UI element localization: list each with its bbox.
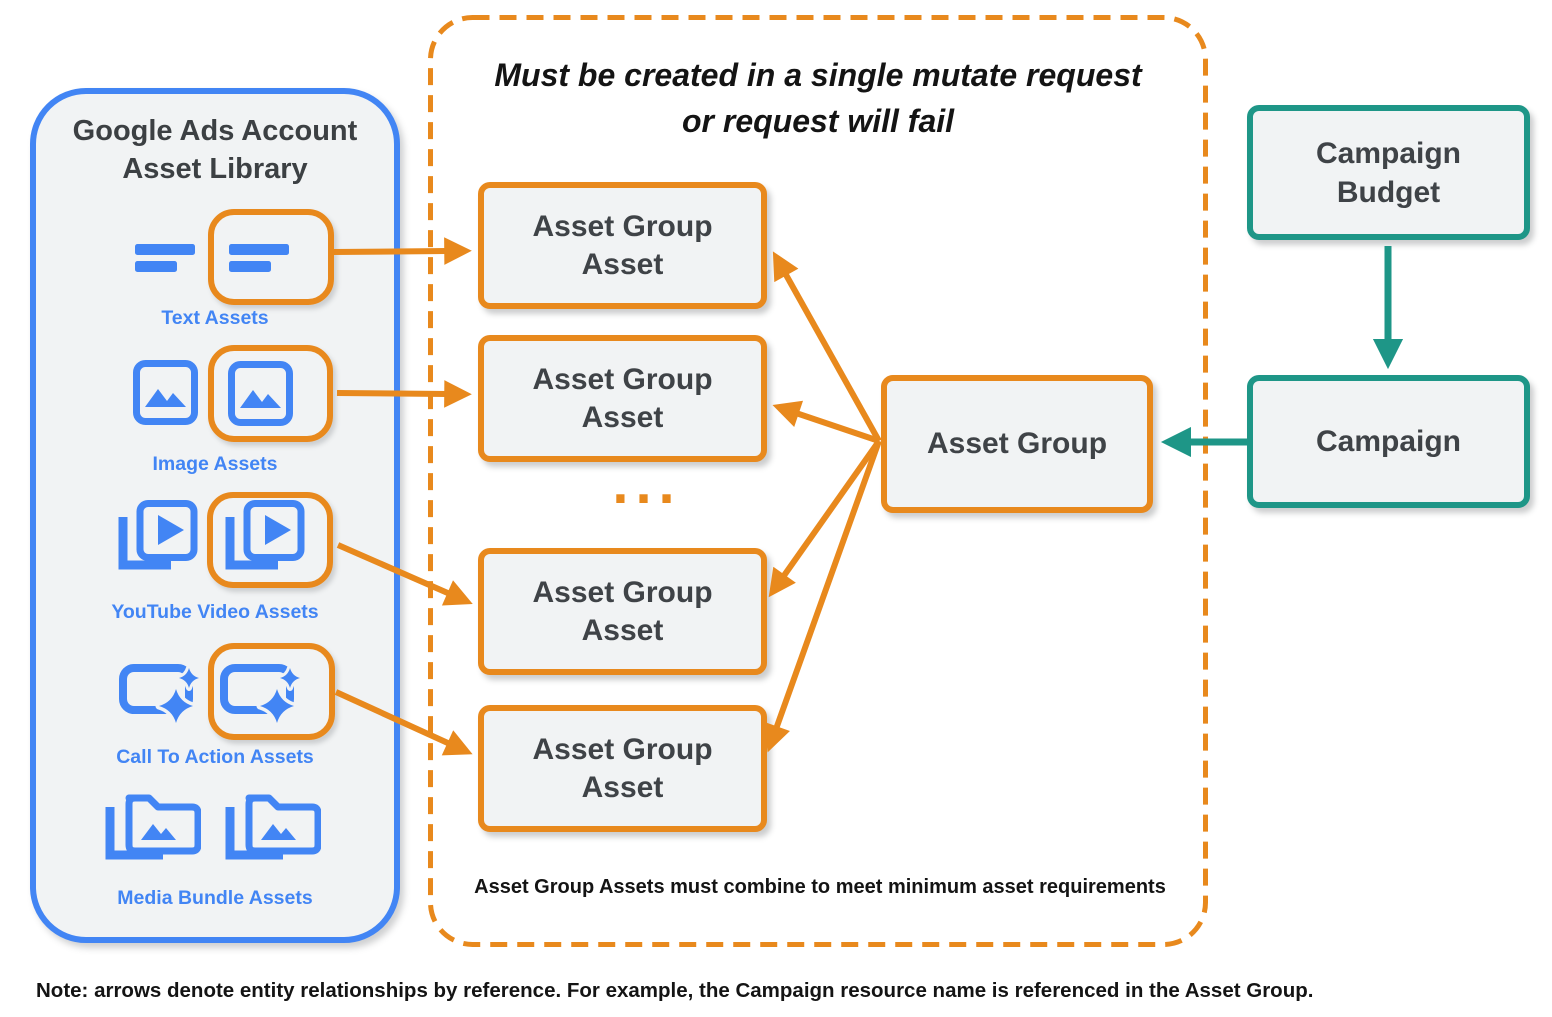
ellipsis: ...: [612, 451, 682, 516]
asset-library-title: Google Ads Account Asset Library: [30, 112, 400, 188]
asset-group-asset-box-3: Asset Group Asset: [478, 548, 767, 675]
asset-group-asset-1-label-line1: Asset Group: [532, 209, 713, 243]
asset-library-title-line2: Asset Library: [122, 153, 308, 185]
text-asset-icon-selected: [229, 244, 289, 272]
reference-note: Note: arrows denote entity relationships…: [36, 979, 1314, 1002]
asset-group-asset-box-1: Asset Group Asset: [478, 182, 767, 309]
selected-youtube-video-asset-ring: [207, 492, 333, 588]
call-to-action-assets-label: Call To Action Assets: [116, 746, 314, 768]
campaign-label: Campaign: [1315, 425, 1462, 458]
image-asset-icon: [133, 360, 198, 425]
selected-image-asset-ring: [208, 345, 333, 442]
mutate-request-title-line2: or request will fail: [681, 103, 955, 139]
arrow-asset-group-to-asset-group-asset-1: [772, 251, 882, 443]
text-asset-icon: [135, 244, 195, 272]
call-to-action-asset-icon-selected: [220, 660, 304, 730]
asset-group-asset-2-label-line2: Asset: [581, 400, 664, 434]
image-asset-icon-selected: [228, 361, 293, 426]
asset-group-box: Asset Group: [881, 375, 1153, 513]
mutate-request-title-line1: Must be created in a single mutate reque…: [494, 57, 1142, 93]
asset-group-asset-box-4: Asset Group Asset: [478, 705, 767, 832]
arrow-asset-group-to-asset-group-asset-4: [763, 439, 882, 753]
call-to-action-asset-icon: [119, 660, 203, 730]
asset-group-asset-1-label-line2: Asset: [581, 247, 664, 281]
campaign-box: Campaign: [1247, 375, 1530, 508]
campaign-budget-box: Campaign Budget: [1247, 105, 1530, 240]
mutate-request-footnote: Asset Group Assets must combine to meet …: [474, 876, 1166, 898]
asset-group-asset-4-label-line2: Asset: [581, 770, 664, 804]
youtube-video-asset-icon: [116, 500, 198, 578]
youtube-video-asset-icon-selected: [223, 500, 305, 578]
arrow-asset-group-to-asset-group-asset-3: [768, 439, 882, 598]
mutate-request-title: Must be created in a single mutate reque…: [432, 52, 1204, 144]
image-assets-label: Image Assets: [152, 453, 278, 475]
asset-group-asset-4-label-line1: Asset Group: [532, 732, 713, 766]
media-bundle-asset-icon: [103, 788, 201, 868]
asset-group-label: Asset Group: [926, 427, 1108, 460]
selected-text-asset-ring: [208, 209, 334, 305]
text-assets-label: Text Assets: [161, 307, 269, 329]
asset-group-asset-3-label-line2: Asset: [581, 613, 664, 647]
selected-call-to-action-asset-ring: [208, 643, 335, 740]
asset-library-title-line1: Google Ads Account: [72, 115, 358, 147]
media-bundle-assets-label: Media Bundle Assets: [117, 887, 313, 909]
asset-group-asset-box-2: Asset Group Asset: [478, 335, 767, 462]
youtube-video-assets-label: YouTube Video Assets: [111, 601, 319, 623]
asset-group-asset-2-label-line1: Asset Group: [532, 362, 713, 396]
arrow-asset-group-to-asset-group-asset-2: [772, 400, 880, 444]
campaign-budget-label-line2: Budget: [1336, 175, 1441, 209]
campaign-budget-label-line1: Campaign: [1315, 136, 1462, 170]
asset-group-asset-3-label-line1: Asset Group: [532, 575, 713, 609]
media-bundle-asset-icon-2: [223, 788, 321, 868]
